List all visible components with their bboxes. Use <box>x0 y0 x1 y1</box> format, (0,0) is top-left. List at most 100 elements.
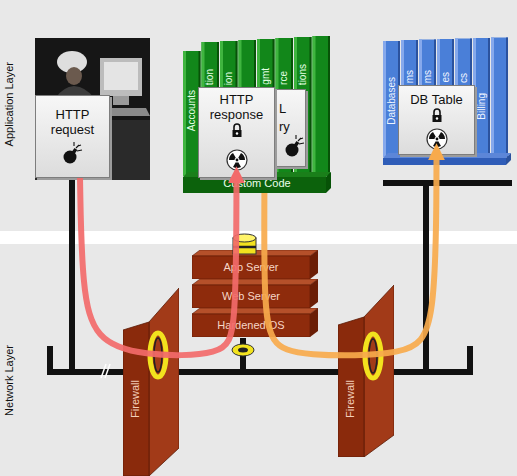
wire <box>240 338 246 372</box>
connector-layer <box>80 155 437 355</box>
tab-shadow <box>310 37 312 176</box>
wire <box>423 183 429 372</box>
tab-shape <box>473 38 490 157</box>
tab-text: tion <box>204 69 216 85</box>
firewall-front <box>123 322 149 476</box>
layer-side <box>310 279 318 308</box>
tab-shape <box>313 36 331 176</box>
tab-text: ms <box>422 70 434 83</box>
layer-top <box>192 250 318 256</box>
firewall-panel: Firewall <box>338 285 394 457</box>
bomb-icon <box>286 135 305 157</box>
tab-text: gmt <box>260 68 272 85</box>
wire <box>69 178 75 374</box>
layer-label: Application Layer <box>3 62 16 146</box>
lock-icon <box>233 124 242 137</box>
firewall-port-inner <box>369 339 377 373</box>
firewall-text: Firewall <box>344 380 357 418</box>
tab-shadow <box>488 38 490 157</box>
response-box: HTTP response <box>198 87 275 178</box>
lock-icon <box>433 109 442 122</box>
tab-text: rce <box>278 71 290 85</box>
yellow-openings <box>150 234 381 378</box>
radiation-symbol <box>227 150 247 170</box>
layer-side <box>310 308 318 337</box>
block-base-side <box>326 172 331 193</box>
photo-screen <box>104 62 138 90</box>
firewall-front <box>338 317 364 457</box>
bomb-icon <box>64 142 83 164</box>
tab-shadow <box>328 36 330 176</box>
radiation-symbol <box>427 129 447 149</box>
tab-text: es <box>440 72 452 83</box>
layer-text: App Server <box>192 256 310 279</box>
layer-front <box>192 256 310 279</box>
tab-highlight <box>491 38 494 158</box>
box-text: HTTP response <box>199 93 274 123</box>
tab-shape <box>491 38 508 158</box>
table-box: DB Table <box>398 85 475 155</box>
opening-hole <box>238 348 248 353</box>
layer-top <box>192 308 318 314</box>
wire <box>47 346 53 375</box>
firewall-port <box>365 334 381 378</box>
white-band <box>0 231 517 244</box>
tab-highlight <box>183 51 186 176</box>
application-block: Accounts tionion gmtrce tionsCustom Code Lry… <box>183 35 331 193</box>
break-line <box>105 364 110 378</box>
yellow-cylinder <box>233 238 256 254</box>
photo-monitor <box>100 58 142 96</box>
server-layer: Hardened OS <box>192 308 318 337</box>
firewall-side <box>364 285 394 457</box>
yellow-opening <box>232 344 254 356</box>
layer-text: Web Server <box>192 285 310 308</box>
firewall-port <box>150 333 166 377</box>
database-block: DatabasesmsmsescsBillingDB Table <box>383 35 511 165</box>
block-base <box>383 158 506 165</box>
attacker-photo <box>35 38 150 180</box>
block-base-side <box>506 153 511 165</box>
tab-text: Billing <box>476 93 488 120</box>
tab-text: cs <box>458 73 470 83</box>
photo-monitor-base <box>113 96 129 105</box>
cylinder-band <box>233 246 256 249</box>
firewall-panel: Firewall <box>123 288 179 476</box>
tab-text: Custom Code <box>183 177 331 190</box>
request-box: HTTP request <box>35 95 110 178</box>
tab-face <box>313 36 331 176</box>
layer-label: Network Layer <box>3 345 16 416</box>
tab-text: Accounts <box>186 90 198 131</box>
network-bus <box>47 369 473 375</box>
tab-highlight <box>313 36 316 176</box>
network-wires <box>47 178 512 375</box>
tab-text: Databases <box>386 77 398 125</box>
wire <box>383 180 512 186</box>
firewall-panel-outline <box>338 285 394 457</box>
wire <box>467 346 473 375</box>
photo-keyboard <box>104 108 150 116</box>
server-layer: Web Server <box>192 279 318 308</box>
tab-face <box>491 38 508 158</box>
tab-text: tions <box>297 64 309 85</box>
photo-frame <box>35 38 150 180</box>
box-text: L <box>279 102 286 117</box>
tab-text: ion <box>223 72 235 85</box>
firewall-side <box>149 288 179 476</box>
layer-text: Hardened OS <box>192 314 310 337</box>
yellow-cylinder-top <box>233 234 256 242</box>
layer-top <box>192 279 318 285</box>
box-text: DB Table <box>399 93 474 108</box>
photo-face <box>66 67 82 85</box>
server-layer: App Server <box>192 250 318 279</box>
box-text: ry <box>279 120 290 135</box>
break-mark <box>101 364 110 378</box>
tab-shadow <box>506 38 508 158</box>
layer-front <box>192 314 310 337</box>
firewall-text: Firewall <box>129 380 142 418</box>
tab-face <box>473 38 490 157</box>
flow-arrow <box>264 155 436 355</box>
